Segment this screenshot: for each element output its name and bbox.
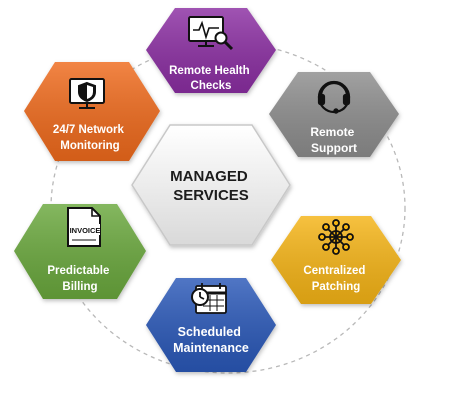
service-remote-health-checks: Remote Health Checks [146, 8, 276, 93]
invoice-icon: INVOICE [67, 207, 101, 247]
center-title: MANAGED SERVICES [170, 168, 252, 204]
center-hexagon [131, 124, 291, 246]
service-label-line-1: 24/7 Network [53, 124, 125, 136]
svg-text:Scheduled Maintenance: Scheduled Maintenance [173, 325, 249, 355]
service-label-line-1: Centralized [303, 265, 365, 277]
service-label-line-2: Maintenance [173, 341, 249, 355]
service-label-line-1: Predictable [47, 265, 109, 277]
svg-text:Centralized Patching: Centralized Patching [303, 265, 368, 293]
service-label-line-2: Monitoring [60, 140, 119, 152]
center-title-line-2: SERVICES [173, 187, 249, 204]
service-label-line-2: Billing [62, 281, 97, 293]
service-label-line-1: Scheduled [178, 325, 241, 339]
svg-text:24/7 Network Monitoring: 24/7 Network Monitoring [53, 124, 127, 152]
service-label-line-1: Remote Health [169, 65, 250, 77]
service-network-monitoring: 24/7 Network Monitoring [24, 62, 160, 161]
service-label-line-2: Checks [191, 80, 232, 92]
svg-text:Remote Health Checks: Remote Health Checks [169, 65, 253, 92]
invoice-icon-text: INVOICE [70, 226, 101, 235]
service-label-line-1: Remote [310, 125, 354, 139]
service-centralized-patching: Centralized Patching [271, 216, 401, 304]
monitor-shield-icon [69, 78, 105, 109]
service-label-line-2: Support [311, 141, 357, 155]
center-title-line-1: MANAGED [170, 168, 248, 185]
service-scheduled-maintenance: Scheduled Maintenance [146, 278, 276, 372]
service-remote-support: Remote Support [269, 72, 399, 157]
calendar-clock-icon [191, 283, 227, 314]
service-predictable-billing: INVOICE Predictable Billing [14, 204, 146, 299]
svg-text:Predictable Billing: Predictable Billing [47, 265, 112, 293]
svg-text:Remote Support: Remote Support [310, 125, 357, 155]
service-label-line-2: Patching [312, 281, 361, 293]
network-nodes-icon [318, 219, 354, 255]
monitor-magnifier-icon [188, 16, 234, 51]
headset-icon [317, 80, 351, 114]
